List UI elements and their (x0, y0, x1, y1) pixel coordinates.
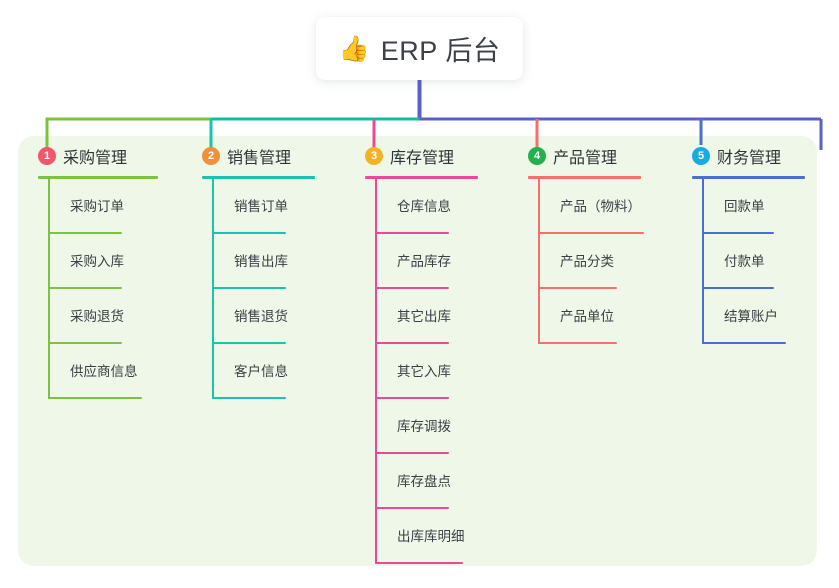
item-underline (702, 232, 774, 234)
item-label: 出库库明细 (397, 529, 465, 544)
item-label: 其它入库 (397, 364, 451, 379)
item-label: 采购订单 (70, 199, 124, 214)
item-connector-stem (375, 399, 377, 454)
item-label: 产品库存 (397, 254, 451, 269)
item-label: 其它出库 (397, 309, 451, 324)
column-title-1: 采购管理 (63, 150, 128, 167)
column-underline-2 (202, 176, 315, 179)
column-3: 3 库存管理仓库信息产品库存其它出库其它入库库存调拨库存盘点出库库明细 (365, 145, 478, 564)
item-connector-stem (212, 344, 214, 399)
item-connector-stem (48, 234, 50, 289)
item-underline (702, 342, 786, 344)
item-underline (212, 397, 286, 399)
column-underline-4 (528, 176, 641, 179)
column-5: 5 财务管理回款单付款单结算账户 (692, 145, 805, 344)
item-connector-stem (375, 344, 377, 399)
item-label: 产品单位 (560, 309, 614, 324)
column-header-2[interactable]: 2 销售管理 (202, 145, 291, 167)
item-connector-stem (702, 289, 704, 344)
column-underline-1 (38, 176, 158, 179)
item-underline (48, 397, 142, 399)
root-title-card[interactable]: 👍 ERP 后台 (316, 17, 523, 80)
item-connector-stem (48, 179, 50, 234)
item-label: 销售出库 (234, 254, 288, 269)
column-header-1[interactable]: 1 采购管理 (38, 145, 127, 167)
item-underline (212, 232, 286, 234)
item-label: 销售订单 (234, 199, 288, 214)
item-connector-stem (212, 179, 214, 234)
column-header-5[interactable]: 5 财务管理 (692, 145, 781, 167)
item-label: 库存盘点 (397, 474, 451, 489)
column-title-4: 产品管理 (553, 150, 618, 167)
item-label: 销售退货 (234, 309, 288, 324)
column-header-4[interactable]: 4 产品管理 (528, 145, 617, 167)
item-connector-stem (375, 289, 377, 344)
item-underline (375, 452, 449, 454)
item-connector-stem (702, 179, 704, 234)
column-badge-4: 4 (528, 147, 546, 165)
column-2: 2 销售管理销售订单销售出库销售退货客户信息 (202, 145, 315, 399)
item-connector-stem (375, 234, 377, 289)
item-connector-stem (375, 454, 377, 509)
item-underline (375, 287, 449, 289)
item-label: 客户信息 (234, 364, 288, 379)
column-header-3[interactable]: 3 库存管理 (365, 145, 454, 167)
item-underline (538, 232, 644, 234)
item-underline (702, 287, 774, 289)
item-connector-stem (375, 509, 377, 564)
item-label: 结算账户 (724, 309, 778, 324)
item-underline (375, 507, 449, 509)
item-underline (48, 287, 122, 289)
item-underline (375, 232, 449, 234)
item-label: 供应商信息 (70, 364, 138, 379)
item-underline (375, 342, 449, 344)
column-underline-5 (692, 176, 805, 179)
item-underline (375, 397, 449, 399)
item-underline (212, 287, 286, 289)
item-connector-stem (212, 234, 214, 289)
item-underline (538, 287, 617, 289)
item-label: 回款单 (724, 199, 765, 214)
item-label: 付款单 (724, 254, 765, 269)
item-underline (48, 342, 122, 344)
item-connector-stem (48, 344, 50, 399)
item-connector-stem (702, 234, 704, 289)
column-underline-3 (365, 176, 478, 179)
item-connector-stem (538, 234, 540, 289)
item-underline (375, 562, 463, 564)
root-title-text: ERP 后台 (380, 36, 501, 66)
diagram-background-panel (18, 136, 817, 566)
item-underline (538, 342, 617, 344)
column-badge-5: 5 (692, 147, 710, 165)
column-badge-1: 1 (38, 147, 56, 165)
column-badge-3: 3 (365, 147, 383, 165)
column-title-2: 销售管理 (227, 150, 292, 167)
column-1: 1 采购管理采购订单采购入库采购退货供应商信息 (38, 145, 158, 399)
item-connector-stem (538, 289, 540, 344)
column-4: 4 产品管理产品（物料） 产品分类产品单位 (528, 145, 644, 344)
item-underline (48, 232, 122, 234)
item-connector-stem (48, 289, 50, 344)
item-label: 采购入库 (70, 254, 124, 269)
thumbs-up-icon: 👍 (338, 35, 370, 63)
column-title-5: 财务管理 (717, 150, 782, 167)
item-connector-stem (375, 179, 377, 234)
column-title-3: 库存管理 (390, 150, 455, 167)
item-underline (212, 342, 286, 344)
item-label: 仓库信息 (397, 199, 451, 214)
column-badge-2: 2 (202, 147, 220, 165)
item-label: 产品（物料） (560, 199, 641, 214)
item-label: 产品分类 (560, 254, 614, 269)
item-connector-stem (212, 289, 214, 344)
item-connector-stem (538, 179, 540, 234)
item-label: 库存调拨 (397, 419, 451, 434)
item-label: 采购退货 (70, 309, 124, 324)
